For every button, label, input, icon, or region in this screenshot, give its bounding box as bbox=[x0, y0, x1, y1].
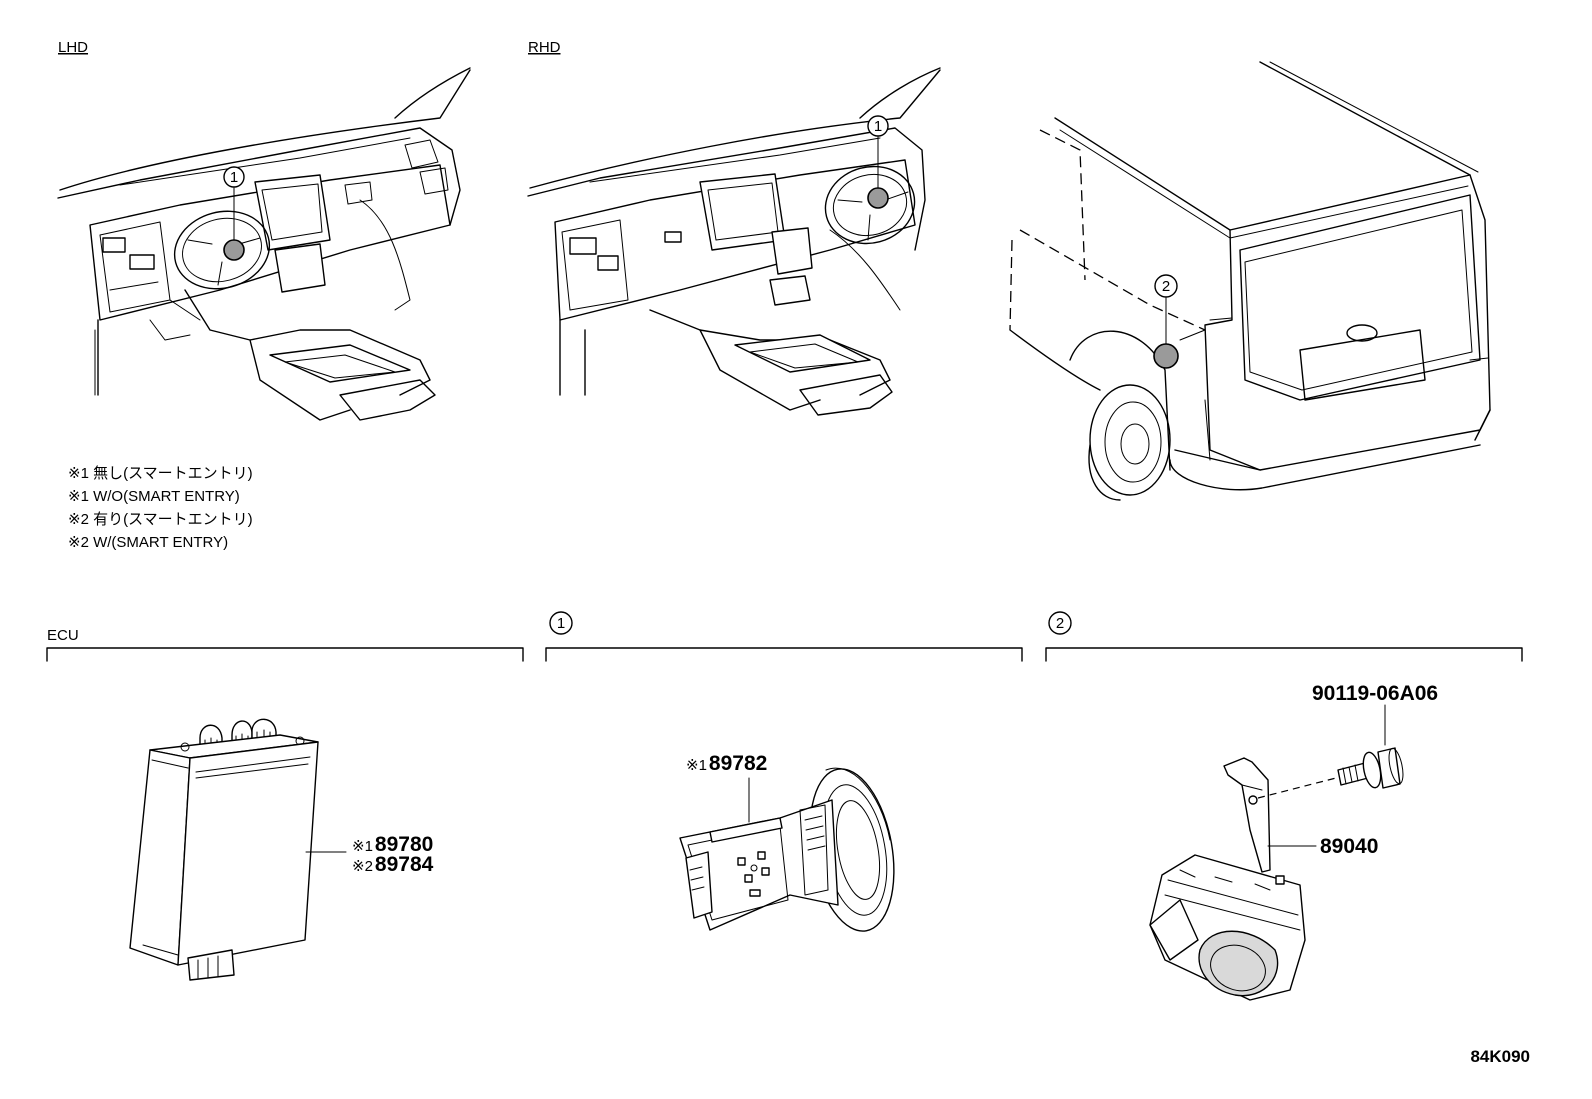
rhd-label: RHD bbox=[528, 39, 561, 56]
section-ecu-header: ECU bbox=[46, 627, 524, 662]
coil-part-89782: ※189782 bbox=[686, 752, 767, 775]
antenna-part-number: 89040 bbox=[1320, 835, 1378, 858]
figure-reference: 84K090 bbox=[1470, 1047, 1530, 1066]
bolt-part-90119-06A06: 90119-06A06 bbox=[1312, 682, 1438, 705]
note-1-jp: ※1 無し(スマートエントリ) bbox=[68, 465, 253, 482]
lhd-callout-1: 1 bbox=[223, 166, 245, 188]
applicability-notes: ※1 無し(スマートエントリ) ※1 W/O(SMART ENTRY) ※2 有… bbox=[68, 465, 253, 551]
door-antenna-illustration bbox=[1149, 757, 1337, 1001]
note-1-en: ※1 W/O(SMART ENTRY) bbox=[68, 488, 240, 505]
transponder-coil-illustration bbox=[679, 767, 895, 932]
section-1-header: 1 bbox=[545, 611, 1023, 662]
ecu-part-89780: ※189780 bbox=[352, 833, 433, 856]
section-1-label: 1 bbox=[557, 615, 565, 632]
van-callout-2: 2 bbox=[1154, 274, 1178, 298]
coil-part-number: ※189782 bbox=[686, 752, 767, 775]
lhd-label: LHD bbox=[58, 39, 88, 56]
note-2-jp: ※2 有り(スマートエントリ) bbox=[68, 511, 253, 528]
bolt-part-number: 90119-06A06 bbox=[1312, 682, 1438, 705]
rhd-callout-1: 1 bbox=[867, 115, 889, 137]
rhd-dashboard-illustration: RHD 1 bbox=[527, 39, 941, 416]
bolt-illustration bbox=[1337, 704, 1404, 789]
ecu-part-89784: ※289784 bbox=[352, 853, 434, 876]
ecu-part-numbers: ※189780 ※289784 bbox=[352, 833, 434, 876]
svg-text:1: 1 bbox=[874, 118, 882, 135]
antenna-part-89040: 89040 bbox=[1320, 835, 1378, 858]
note-2-en: ※2 W/(SMART ENTRY) bbox=[68, 534, 228, 551]
van-rear-illustration: 2 bbox=[1009, 61, 1491, 501]
section-2-label: 2 bbox=[1056, 615, 1064, 632]
svg-text:2: 2 bbox=[1162, 278, 1170, 295]
section-ecu-label: ECU bbox=[47, 627, 79, 644]
ecu-module-illustration bbox=[129, 718, 347, 981]
section-2-header: 2 bbox=[1045, 611, 1523, 662]
lhd-dashboard-illustration: LHD 1 bbox=[57, 39, 471, 421]
svg-text:1: 1 bbox=[230, 169, 238, 186]
